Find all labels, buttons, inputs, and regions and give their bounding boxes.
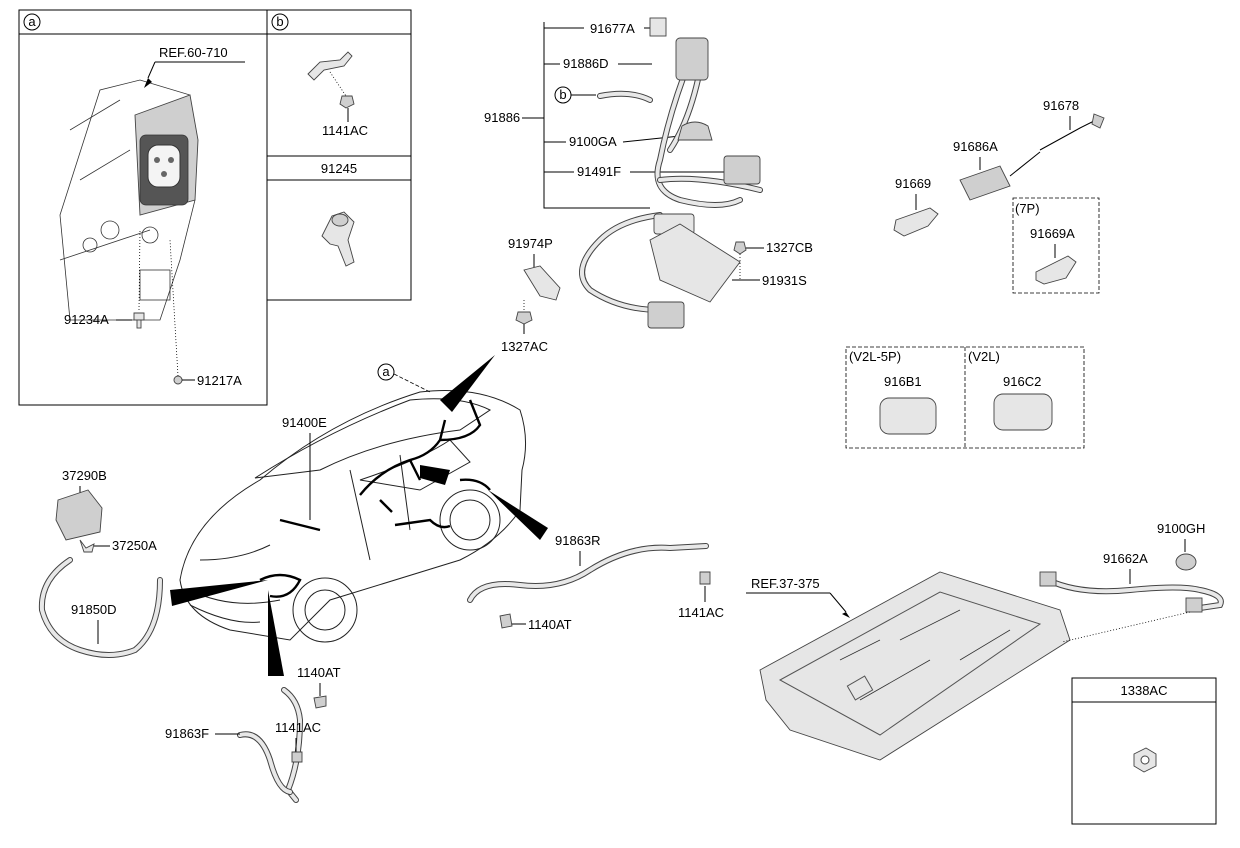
pointer-wedges: [170, 355, 548, 676]
label-91863f: 91863F: [165, 726, 209, 741]
cover-91931s-group: 1327CB 91931S: [649, 223, 813, 303]
circle-a-marker: a: [382, 364, 390, 379]
panel-a: a REF.60-710 91234A 91217: [18, 9, 268, 406]
panel-b-marker: b: [276, 14, 283, 29]
label-91491f: 91491F: [577, 164, 621, 179]
vehicle-drawing: [179, 390, 526, 643]
label-91400e: 91400E: [282, 415, 327, 430]
cover-91931s-icon: [649, 223, 741, 303]
connector-91677a-icon: [649, 17, 667, 37]
vehicle-harness: [259, 399, 491, 598]
module-91686a-icon: [959, 165, 1011, 201]
p7p-part: 91669A: [1030, 226, 1075, 241]
bolt-1140at-f-icon: [313, 695, 327, 709]
bolt-icon: [133, 312, 145, 329]
grommet-91217a-label: 91217A: [197, 373, 242, 388]
panel-1338ac: 1338AC: [1071, 677, 1217, 825]
harness-91886-group: 91886 91677A 91886D 9100GA 91491F b: [484, 17, 763, 329]
label-91886: 91886: [484, 110, 520, 125]
cap-916c2-icon: [993, 393, 1053, 431]
grommet-9100gh-icon: [1175, 553, 1197, 571]
screw-icon: [339, 95, 355, 109]
panel-v2l: (V2L-5P) 916B1 (V2L) 916C2: [845, 346, 1085, 449]
nut-1327cb-icon: [733, 241, 747, 255]
nut-1327ac-icon: [515, 311, 533, 325]
connector-91678-icon: [1091, 113, 1105, 129]
bolt-91234a-label: 91234A: [64, 312, 109, 327]
screw-1141ac-r-icon: [699, 571, 711, 585]
ref-60-710-label: REF.60-710: [159, 45, 228, 60]
label-91931s: 91931S: [762, 273, 807, 288]
charge-port-assembly: [59, 79, 199, 321]
panel-a-marker: a: [28, 14, 36, 29]
pv2l5p-title: (V2L-5P): [849, 349, 901, 364]
pv2l-title: (V2L): [968, 349, 1000, 364]
grommet-icon: [173, 375, 183, 385]
pv2l-part: 916C2: [1003, 374, 1041, 389]
p1338ac-title: 1338AC: [1121, 683, 1168, 698]
connector-91886d-icon: [675, 37, 709, 81]
circle-b-marker: b: [559, 87, 566, 102]
cap-916b1-icon: [879, 397, 937, 435]
bolt-1140at-r-icon: [499, 613, 513, 629]
panel-7p: (7P) 91669A: [1012, 197, 1100, 294]
label-91669: 91669: [895, 176, 931, 191]
battery-pack-icon: [759, 571, 1071, 761]
screw-1141ac-f-icon: [291, 751, 303, 763]
fuse-37250a-icon: [79, 539, 95, 553]
connector-91491f-icon: [723, 155, 761, 185]
label-91686a: 91686A: [953, 139, 998, 154]
p91245-title: 91245: [321, 161, 357, 176]
label-1140at-f: 1140AT: [297, 665, 341, 680]
label-91677a: 91677A: [590, 21, 635, 36]
connector-91669a-icon: [1035, 255, 1077, 285]
label-91886d: 91886D: [563, 56, 609, 71]
bracket-91974p-icon: [523, 265, 561, 301]
cable-91863r-group: 91863R 1140AT 1141AC: [467, 533, 724, 632]
relay-37290b-icon: [55, 489, 103, 541]
label-37250a: 37250A: [112, 538, 157, 553]
label-91678: 91678: [1043, 98, 1079, 113]
bracket-91974p-group: 91974P 1327AC: [501, 236, 561, 354]
panel-b: b 1141AC 91245: [266, 9, 412, 301]
connector-91245-icon: [321, 211, 355, 267]
label-91850d: 91850D: [71, 602, 117, 617]
connector-end-icon: [647, 301, 685, 329]
label-1327cb: 1327CB: [766, 240, 813, 255]
label-9100gh: 9100GH: [1157, 521, 1205, 536]
label-91974p: 91974P: [508, 236, 553, 251]
label-1141ac-r: 1141AC: [678, 605, 724, 620]
connector-91669-icon: [893, 207, 939, 237]
bracket-icon: [307, 51, 353, 81]
label-37290b: 37290B: [62, 468, 107, 483]
battery-pack-group: REF.37-375 9100GH 91662A: [746, 521, 1224, 761]
label-91863r: 91863R: [555, 533, 601, 548]
label-1141ac-f: 1141AC: [275, 720, 321, 735]
label-9100ga: 9100GA: [569, 134, 617, 149]
relay-37290b-group: 37290B 37250A 91850D: [38, 468, 163, 658]
p7p-title: (7P): [1015, 201, 1040, 216]
cable-91863f-group: 1140AT 1141AC 91863F: [165, 665, 341, 803]
label-1327ac: 1327AC: [501, 339, 548, 354]
screw-1141ac-label: 1141AC: [322, 123, 368, 138]
cable-91678-group: 91678 91686A 91669: [893, 98, 1105, 237]
label-1140at-r: 1140AT: [528, 617, 572, 632]
label-ref-37-375: REF.37-375: [751, 576, 820, 591]
pv2l5p-part: 916B1: [884, 374, 922, 389]
label-91662a: 91662A: [1103, 551, 1148, 566]
grommet-9100ga-icon: [677, 121, 713, 141]
